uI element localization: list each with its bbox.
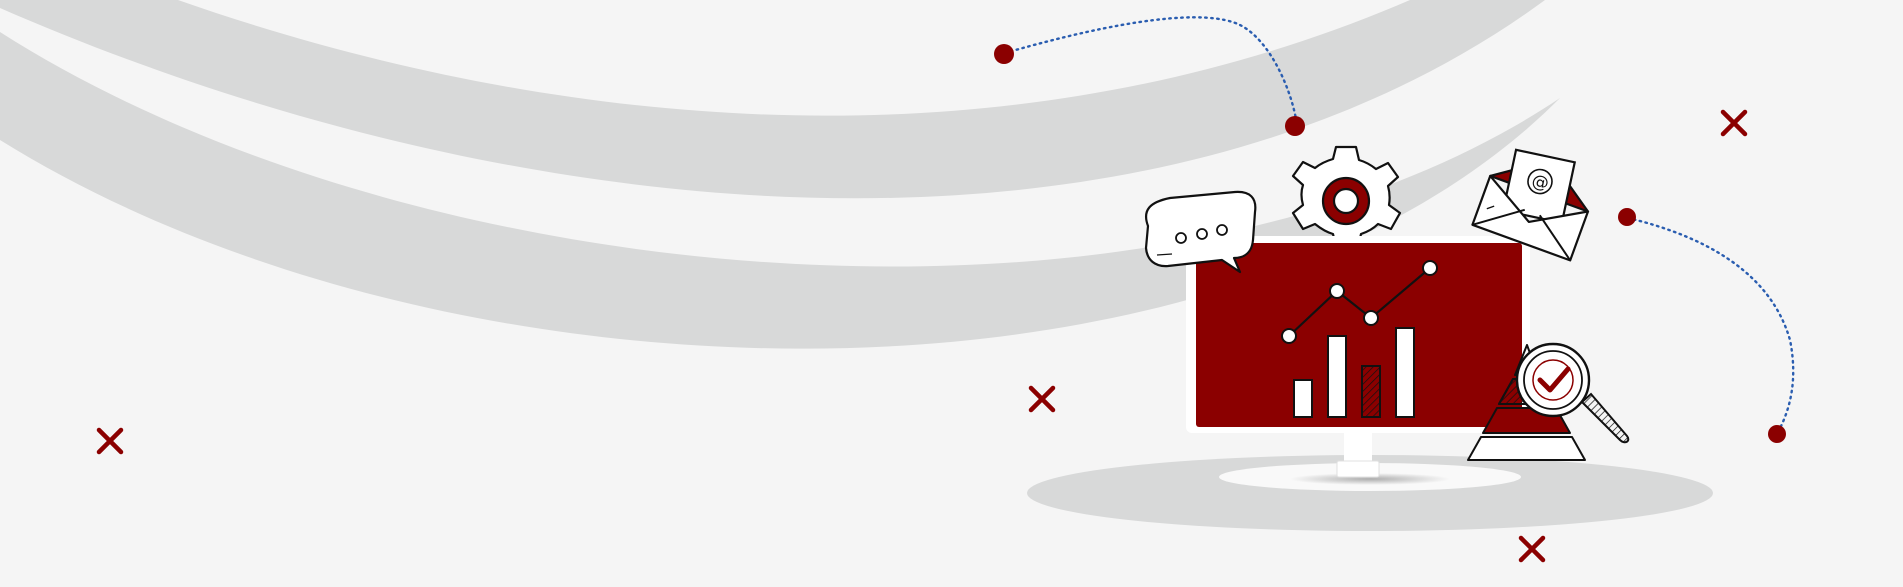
floor-ellipse: [1027, 455, 1713, 531]
connector-dot: [994, 44, 1014, 64]
monitor-base: [1336, 460, 1380, 478]
monitor-screen: [1196, 243, 1522, 427]
line-chart-icon: [1281, 260, 1438, 344]
email-envelope-icon: @: [1471, 148, 1590, 262]
sparkle-cross-icon: [1720, 109, 1748, 137]
chart-bar: [1327, 335, 1347, 418]
sparkle-cross-icon: [1028, 385, 1056, 413]
chart-point: [1363, 310, 1379, 326]
swoosh-middle: [0, 32, 1560, 349]
connector-dot: [1618, 208, 1636, 226]
connector-dot: [1285, 116, 1305, 136]
plinth-shadow: [1290, 473, 1450, 485]
gear-icon: [1291, 145, 1402, 249]
background-swooshes: [0, 0, 1560, 349]
chart-point: [1281, 328, 1297, 344]
chart-bar-outline: [1361, 365, 1381, 418]
dotted-path-top: [1003, 16, 1299, 127]
chat-bubble-icon: [1144, 190, 1257, 274]
bar-chart-icon: [1293, 327, 1415, 418]
swoosh-top: [0, 0, 1545, 199]
magnifying-glass-check-icon: [1515, 342, 1630, 444]
sparkle-cross-icon: [96, 427, 124, 455]
sparkles: [96, 109, 1748, 563]
monitor-stand: [1344, 433, 1372, 461]
chart-point: [1329, 283, 1345, 299]
chart-point: [1422, 260, 1438, 276]
chart-bar: [1361, 365, 1381, 418]
chart-bar: [1395, 327, 1415, 418]
connector-dots: [994, 44, 1786, 443]
dotted-connectors: [1003, 16, 1795, 434]
at-symbol: @: [1530, 171, 1551, 194]
chart-bar: [1293, 379, 1313, 418]
dotted-path-right: [1626, 216, 1795, 434]
sparkle-cross-icon: [1518, 535, 1546, 563]
checkmark-icon: [1537, 366, 1571, 393]
connector-dot: [1768, 425, 1786, 443]
monitor-icon: [1186, 236, 1530, 478]
